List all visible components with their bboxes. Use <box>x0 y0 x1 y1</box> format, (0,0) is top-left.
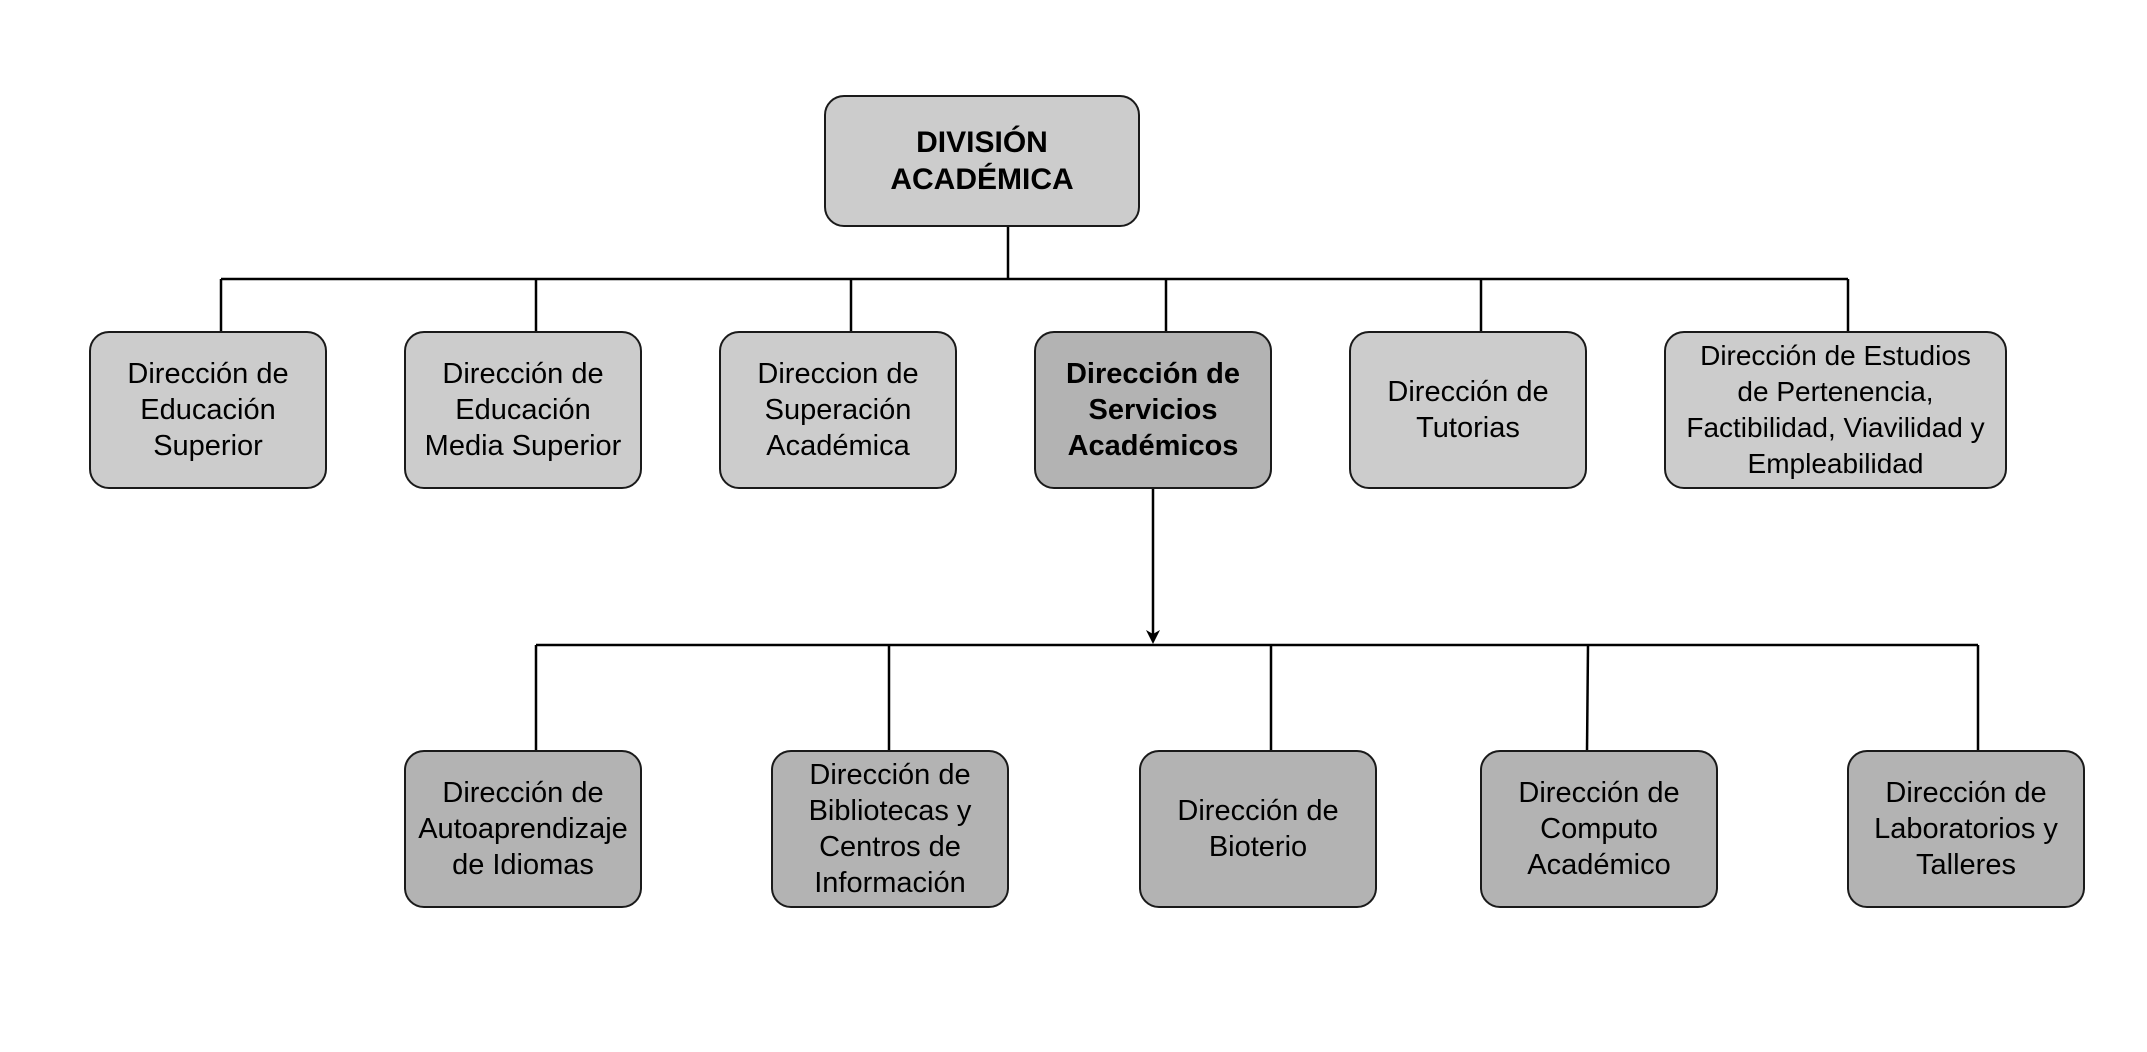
direccion-tutorias-label: Dirección de Tutorias <box>1387 375 1549 444</box>
direccion-bibliotecas-box[interactable]: Dirección de Bibliotecas y Centros de In… <box>771 750 1009 908</box>
direccion-bioterio-label: Dirección de Bioterio <box>1177 794 1339 863</box>
direccion-educacion-media-superior-box[interactable]: Dirección de Educación Media Superior <box>404 331 642 489</box>
direccion-superacion-academica-box[interactable]: Direccion de Superación Académica <box>719 331 957 489</box>
direccion-estudios-pertenencia-box[interactable]: Dirección de Estudios de Pertenencia, Fa… <box>1664 331 2007 489</box>
direccion-educacion-media-superior-label: Dirección de Educación Media Superior <box>424 357 622 463</box>
direccion-laboratorios-talleres-box[interactable]: Dirección de Laboratorios y Talleres <box>1847 750 2085 908</box>
direccion-laboratorios-talleres-label: Dirección de Laboratorios y Talleres <box>1874 776 2058 882</box>
direccion-bibliotecas-label: Dirección de Bibliotecas y Centros de In… <box>808 758 972 900</box>
direccion-bioterio-box[interactable]: Dirección de Bioterio <box>1139 750 1377 908</box>
direccion-educacion-superior-label: Dirección de Educación Superior <box>127 357 289 463</box>
sub-drop-line-4 <box>1585 644 1590 752</box>
direccion-servicios-academicos-box[interactable]: Dirección de Servicios Académicos <box>1034 331 1272 489</box>
division-academica-box[interactable]: DIVISIÓN ACADÉMICA <box>824 95 1140 227</box>
direccion-tutorias-box[interactable]: Dirección de Tutorias <box>1349 331 1587 489</box>
direccion-educacion-superior-box[interactable]: Dirección de Educación Superior <box>89 331 327 489</box>
direccion-autoaprendizaje-idiomas-label: Dirección de Autoaprendizaje de Idiomas <box>418 776 628 882</box>
direccion-superacion-academica-label: Direccion de Superación Académica <box>757 357 919 463</box>
direccion-computo-academico-box[interactable]: Dirección de Computo Académico <box>1480 750 1718 908</box>
direccion-computo-academico-label: Dirección de Computo Académico <box>1518 776 1680 882</box>
direccion-estudios-pertenencia-label: Dirección de Estudios de Pertenencia, Fa… <box>1686 340 1985 479</box>
direccion-servicios-academicos-label: Dirección de Servicios Académicos <box>1065 357 1241 463</box>
division-academica-label: DIVISIÓN ACADÉMICA <box>890 125 1074 197</box>
direccion-autoaprendizaje-idiomas-box[interactable]: Dirección de Autoaprendizaje de Idiomas <box>404 750 642 908</box>
